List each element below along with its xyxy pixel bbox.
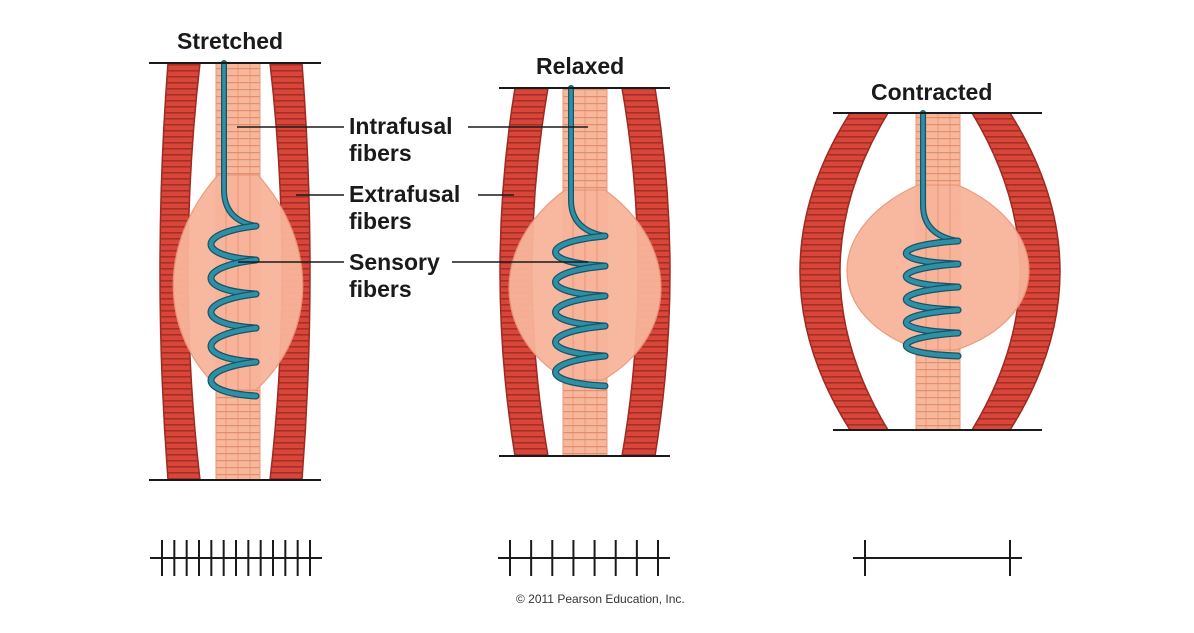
relaxed-sensory-fiber-coil-3	[553, 323, 608, 359]
stretched-sensory-fiber-coil-3	[209, 325, 259, 365]
relaxed-sensory-fiber	[552, 85, 609, 390]
extrafusal-label-line1: Extrafusal	[349, 181, 461, 207]
contracted-sensory-fiber-coil-4	[904, 330, 961, 359]
stretched-sensory-fiber-coil-4	[209, 359, 259, 399]
intrafusal-label-line2: fibers	[349, 140, 412, 166]
relaxed-sensory-fiber-coil-0	[553, 233, 608, 269]
sensory-fibers-label: Sensory fibers	[349, 249, 440, 303]
stretched-sensory-fiber-coil-1	[209, 257, 259, 297]
extrafusal-label-line2: fibers	[349, 208, 412, 234]
relaxed-title: Relaxed	[536, 53, 625, 79]
contracted-title: Contracted	[871, 79, 993, 105]
relaxed-sensory-fiber-coil-1	[553, 263, 608, 299]
intrafusal-fibers-label: Intrafusal fibers	[349, 113, 453, 167]
relaxed-sensory-fiber-coil-2	[553, 293, 608, 329]
extrafusal-fibers-label: Extrafusal fibers	[349, 181, 460, 235]
sensory-label-line1: Sensory	[349, 249, 440, 275]
sensory-label-line2: fibers	[349, 276, 412, 302]
copyright-notice: © 2011 Pearson Education, Inc.	[516, 592, 685, 606]
stretched-title: Stretched	[177, 28, 284, 54]
stretched-sensory-fiber-coil-2	[209, 291, 259, 331]
relaxed-sensory-fiber-coil-4	[553, 353, 608, 389]
stretched-sensory-fiber-coil-0	[209, 223, 259, 263]
intrafusal-label-line1: Intrafusal	[349, 113, 453, 139]
stretched-sensory-fiber	[207, 60, 260, 400]
contracted-sensory-fiber	[903, 110, 962, 360]
